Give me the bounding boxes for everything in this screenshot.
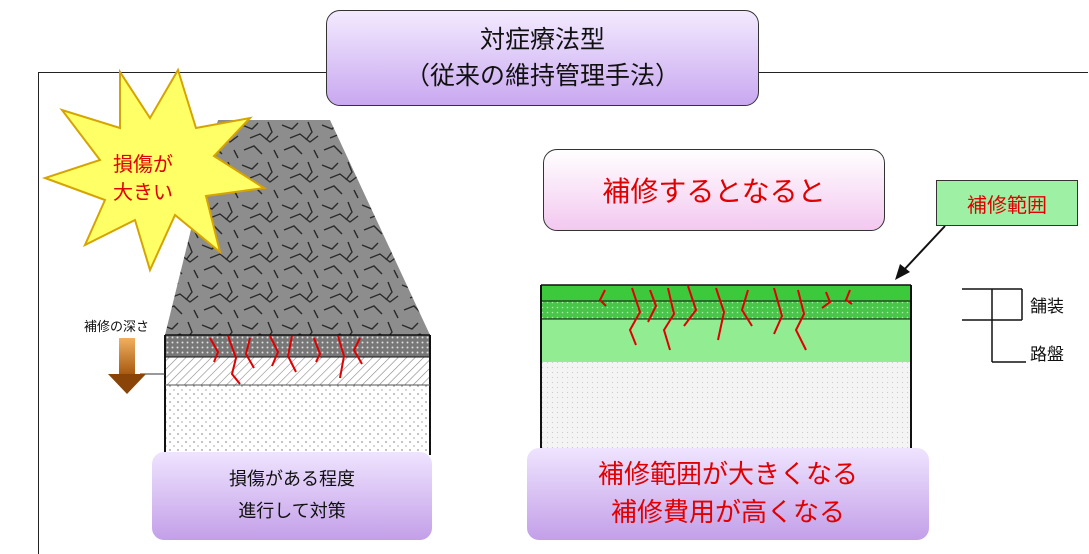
pointer-arrow <box>895 225 946 280</box>
starburst-shape <box>41 67 267 273</box>
depth-arrow <box>108 338 146 394</box>
left-cross-section <box>140 334 431 455</box>
repair-range-label: 補修範囲 <box>936 180 1078 226</box>
right-cross-section <box>540 284 912 452</box>
right-caption-line1: 補修範囲が大きくなる <box>597 460 858 490</box>
left-red-cracks <box>209 335 363 385</box>
legend-pavement: 舗装 <box>1030 297 1064 317</box>
starburst-line2: 大きい <box>113 180 173 204</box>
legend-subbase: 路盤 <box>1030 345 1064 365</box>
title-line1: 対症療法型 <box>479 25 605 54</box>
left-caption-line1: 損傷がある程度 <box>229 469 355 490</box>
title-box: 対症療法型 （従来の維持管理手法） <box>326 10 759 106</box>
depth-label: 補修の深さ <box>84 320 150 335</box>
right-caption-box: 補修範囲が大きくなる 補修費用が高くなる <box>527 448 929 540</box>
right-red-cracks <box>598 285 853 351</box>
starburst-line1: 損傷が <box>113 152 173 176</box>
layer-legend-bracket <box>962 288 1026 363</box>
starburst-label: 損傷が 大きい <box>98 150 188 206</box>
left-caption-box: 損傷がある程度 進行して対策 <box>152 452 432 540</box>
repair-heading: 補修するとなると <box>543 149 885 231</box>
left-caption-line2: 進行して対策 <box>238 501 346 522</box>
title-line2: （従来の維持管理手法） <box>404 61 680 90</box>
right-caption-line2: 補修費用が高くなる <box>610 498 845 528</box>
